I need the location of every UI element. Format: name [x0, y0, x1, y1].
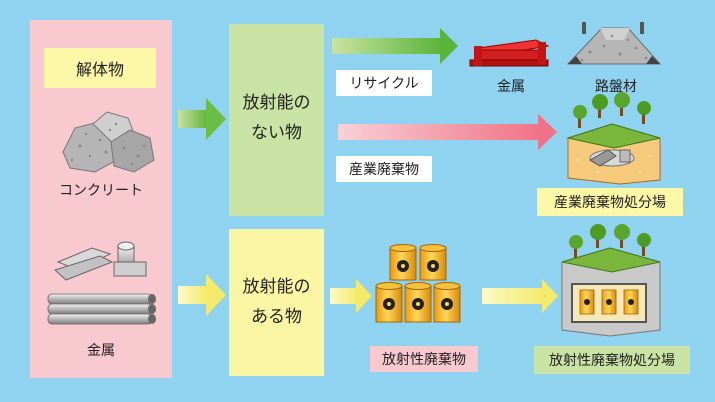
concrete-rubble-icon: [62, 111, 155, 173]
arrow-to-radioactive-site: [482, 279, 558, 313]
arrow-to-drums: [330, 279, 372, 313]
metal-label: 金属: [87, 343, 115, 359]
demolition-header: 解体物: [44, 48, 156, 88]
radioactive-panel: [229, 229, 324, 376]
non-radioactive-label: 放射能の ない物: [229, 88, 324, 148]
metal-destination-label: 金属: [497, 79, 525, 95]
roadbed-label: 路盤材: [595, 79, 637, 95]
non-radioactive-panel: [229, 24, 324, 216]
industrial-waste-label: 産業廃棄物: [336, 156, 432, 182]
industrial-landfill-icon: [566, 92, 661, 185]
recycle-label: リサイクル: [336, 70, 432, 96]
non-radioactive-line-1: 放射能の: [242, 93, 311, 113]
industrial-site-label: 産業廃棄物処分場: [537, 188, 683, 216]
non-radioactive-line-2: ない物: [251, 123, 302, 143]
radioactive-line-1: 放射能の: [242, 277, 311, 297]
roadbed-icon: [566, 22, 662, 65]
radioactive-label: 放射能の ある物: [229, 272, 324, 332]
steel-beam-icon: [469, 39, 550, 67]
concrete-label: コンクリート: [59, 183, 143, 199]
arrow-to-radioactive: [178, 274, 226, 316]
metal-scrap-icon: [47, 241, 156, 325]
arrow-recycle: [332, 28, 458, 64]
radioactive-disposal-site-icon: [561, 224, 661, 337]
arrow-industrial-waste: [338, 114, 557, 150]
radioactive-site-label: 放射性廃棄物処分場: [534, 346, 690, 374]
radioactive-drums-icon: [375, 244, 461, 323]
arrow-to-non-radioactive: [178, 98, 226, 140]
radioactive-line-2: ある物: [251, 307, 302, 327]
radioactive-waste-label: 放射性廃棄物: [370, 346, 478, 372]
